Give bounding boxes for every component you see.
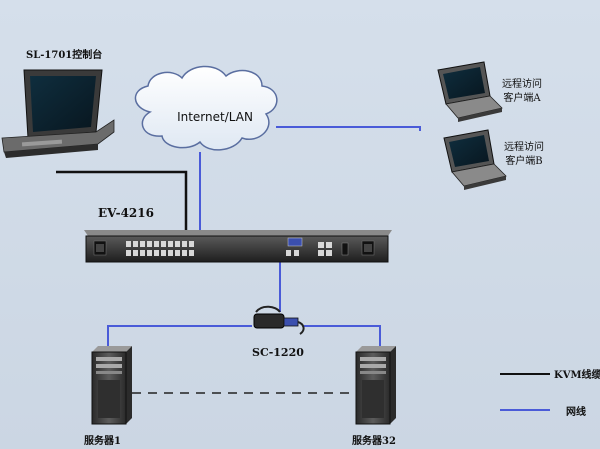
kvm-switch-device xyxy=(84,230,392,263)
server1-tower xyxy=(91,346,132,425)
network-cable-adapter-server32 xyxy=(304,325,381,350)
internet-cloud xyxy=(134,65,278,151)
adapter-label: SC-1220 xyxy=(252,346,304,359)
client-b-label-line2: 客户端B xyxy=(505,156,543,167)
kvm-switch-label: EV-4216 xyxy=(98,206,154,220)
legend-label-network-cable: 网线 xyxy=(566,407,586,418)
client-b-laptop xyxy=(443,129,507,190)
network-cable-adapter-server1 xyxy=(107,325,252,350)
console-device xyxy=(1,69,115,158)
client-b-label: 远程访问 客户端B xyxy=(494,141,554,169)
client-b-label-line1: 远程访问 xyxy=(504,142,544,153)
server32-tower xyxy=(355,346,396,425)
adapter-device xyxy=(253,305,305,335)
client-a-label-line1: 远程访问 xyxy=(502,79,542,90)
client-a-laptop xyxy=(437,61,503,122)
cloud-label: Internet/LAN xyxy=(177,110,253,124)
server32-label: 服务器32 xyxy=(352,436,396,447)
server1-label: 服务器1 xyxy=(84,436,121,447)
client-a-label-line2: 客户端A xyxy=(503,93,541,104)
kvm-cable-console xyxy=(56,170,188,232)
console-label: SL-1701控制台 xyxy=(26,50,103,61)
client-a-label: 远程访问 客户端A xyxy=(492,78,552,106)
legend-label-kvm-cable: KVM线缆 xyxy=(554,370,600,381)
network-cable-cloud-clients xyxy=(276,126,421,131)
